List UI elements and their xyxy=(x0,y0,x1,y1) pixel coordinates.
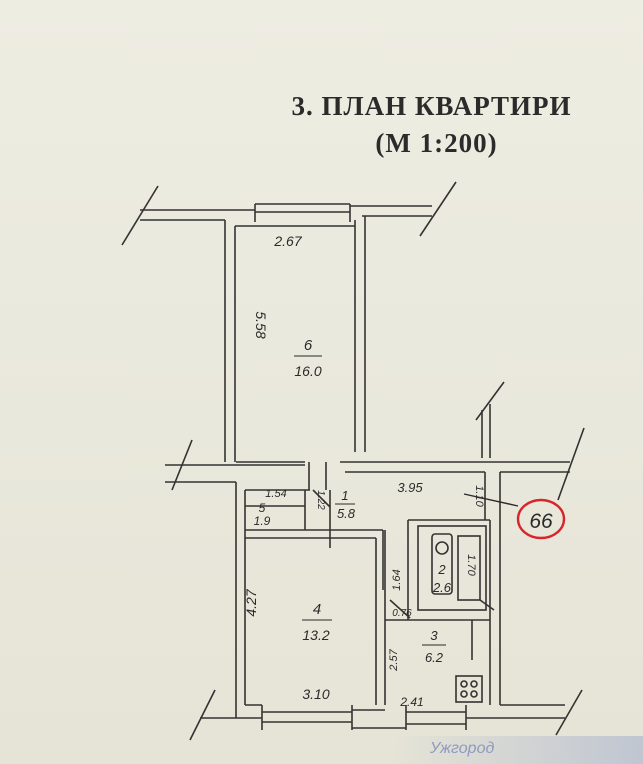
room-labels: 6 16.0 5 1.9 1 5.8 4 13.2 2 2.6 3 6.2 xyxy=(254,337,452,665)
room-1-area: 5.8 xyxy=(337,506,356,521)
dim-hall-small: 1.22 xyxy=(315,490,326,510)
title-line-2: (М 1:200) xyxy=(375,128,498,158)
room-2-number: 2 xyxy=(437,562,446,577)
room-5-number: 5 xyxy=(259,501,266,515)
dim-bath-width: 1.70 xyxy=(465,554,477,576)
room-1-number: 1 xyxy=(341,488,348,503)
room-2-area: 2.6 xyxy=(432,580,452,595)
blue-stamp-edge xyxy=(390,736,643,764)
dim-hall-depth: 1.10 xyxy=(473,485,485,507)
dim-kitchen-height: 2.57 xyxy=(388,648,400,671)
room-4-number: 4 xyxy=(313,601,321,618)
dim-room4-height: 4.27 xyxy=(243,588,259,616)
room-4-area: 13.2 xyxy=(302,627,329,643)
stamp-number: 66 xyxy=(529,510,553,533)
dim-room5-width: 1.54 xyxy=(265,488,286,500)
dim-room6-width: 2.67 xyxy=(273,233,302,249)
plan-title: 3. ПЛАН КВАРТИРИ (М 1:200) xyxy=(0,88,643,162)
dim-kitchen-width: 2.41 xyxy=(399,695,423,709)
room-3-number: 3 xyxy=(430,628,438,643)
dim-hall-length: 3.95 xyxy=(397,480,423,495)
dim-room4-width: 3.10 xyxy=(302,686,329,702)
room-6-number: 6 xyxy=(304,337,313,354)
stamp-bottom-text: Ужгород xyxy=(430,740,495,757)
dimension-labels: 2.67 5.58 1.54 1.22 3.95 1.10 4.27 3.10 … xyxy=(243,233,485,709)
room-3-area: 6.2 xyxy=(425,650,444,665)
dim-small-076: 0.76 xyxy=(392,608,412,619)
wall-lines xyxy=(121,181,585,741)
dim-bath-height: 1.64 xyxy=(391,569,403,590)
room-5-area: 1.9 xyxy=(254,514,271,528)
reference-stamp: 66 xyxy=(463,493,566,540)
dim-room6-length: 5.58 xyxy=(253,311,269,338)
room-6-area: 16.0 xyxy=(294,363,321,379)
title-line-1: 3. ПЛАН КВАРТИРИ xyxy=(291,91,572,121)
